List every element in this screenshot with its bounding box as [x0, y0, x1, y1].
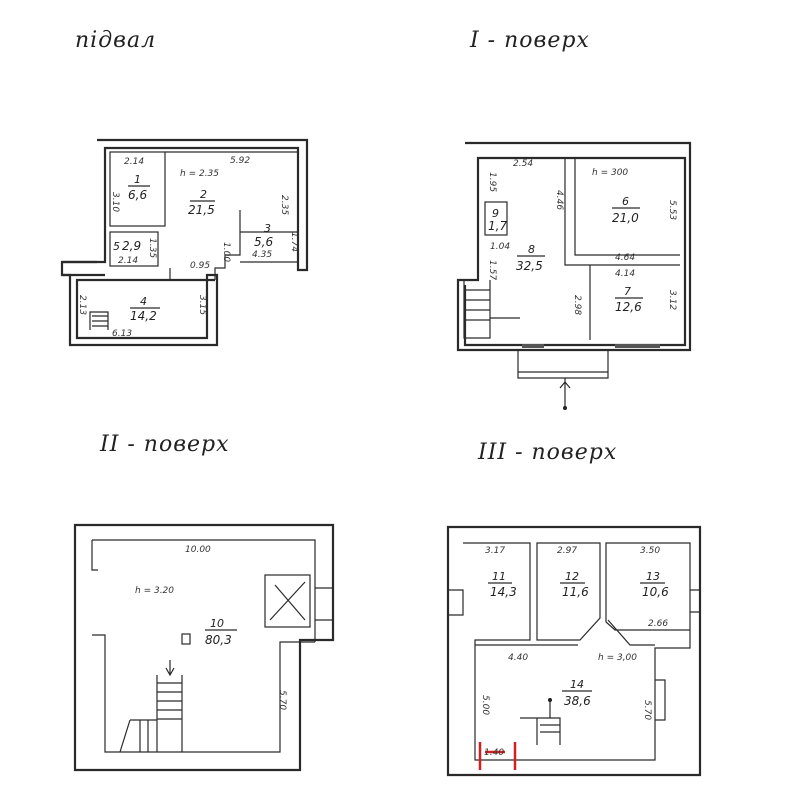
dim: 0.95 — [190, 261, 210, 271]
dim: 1.95 — [487, 172, 497, 192]
dim: 10.00 — [185, 545, 211, 555]
room-area: 10,6 — [642, 585, 669, 599]
room-area: 5,6 — [254, 235, 273, 249]
dim: 1.00 — [221, 242, 231, 262]
room-height: h = 3.20 — [135, 586, 174, 596]
dim: 4.46 — [554, 190, 564, 210]
floor3-plan: 3.17 2.97 3.50 2.66 4.40 5.00 5.70 1.40 … — [446, 525, 702, 777]
room-area: 14,2 — [130, 309, 157, 323]
room-number: 3 — [264, 222, 271, 235]
floor2-title: II - поверх — [100, 432, 230, 457]
dim: 4.64 — [615, 253, 635, 263]
room-height: h = 2.35 — [180, 169, 219, 179]
room-area: 32,5 — [516, 259, 543, 273]
basement-plan: 2.14 5.92 h = 2.35 2.35 3.10 1.35 2.14 1… — [60, 138, 309, 347]
room-area: 11,6 — [562, 585, 589, 599]
dim: 2.13 — [77, 295, 87, 315]
dim: 5.70 — [277, 690, 287, 710]
room-area: 1,7 — [488, 219, 507, 233]
room-area: 6,6 — [128, 188, 147, 202]
room-number: 13 — [646, 570, 660, 583]
dim: 2.14 — [118, 256, 138, 266]
floor2-plan: 10.00 5.70 h = 3.20 10 80,3 — [73, 523, 335, 772]
room-area: 12,6 — [615, 300, 642, 314]
dim: 1.40 — [484, 748, 504, 758]
room-number: 6 — [622, 195, 629, 208]
room-height: h = 300 — [592, 168, 628, 178]
dim: 5.53 — [667, 200, 677, 220]
dim: 3.50 — [640, 546, 660, 556]
room-area: 21,0 — [612, 211, 639, 225]
room-number: 4 — [140, 295, 147, 308]
dim: 4.35 — [252, 250, 272, 260]
room-9 — [484, 201, 508, 236]
room-area: 2,9 — [122, 239, 141, 253]
dim: 3.10 — [110, 192, 120, 212]
dim: 5.00 — [480, 695, 490, 715]
basement-title: підвал — [75, 28, 157, 53]
room-number: 9 — [492, 207, 499, 220]
room-number: 7 — [624, 285, 631, 298]
dim: 4.14 — [615, 269, 635, 279]
dim: 4.40 — [508, 653, 528, 663]
floor1-title: I - поверх — [470, 28, 590, 53]
dim: 2.35 — [279, 195, 289, 215]
room-number: 11 — [492, 570, 506, 583]
dim: 3.15 — [197, 295, 207, 315]
dim: 1.04 — [490, 242, 510, 252]
dim: 2.54 — [513, 159, 533, 169]
dim: 5.70 — [642, 700, 652, 720]
room-height: h = 3,00 — [598, 653, 637, 663]
dim: 1.74 — [289, 232, 299, 252]
room-area: 14,3 — [490, 585, 517, 599]
dim: 1.35 — [147, 238, 157, 258]
room-area: 38,6 — [564, 694, 591, 708]
room-number: 1 — [134, 173, 141, 186]
dim: 2.98 — [572, 295, 582, 315]
room-1 — [109, 151, 166, 227]
room-number: 5 — [113, 240, 120, 253]
dim: 5.92 — [230, 156, 250, 166]
skylight — [264, 574, 311, 628]
room-number: 10 — [210, 617, 224, 630]
floor1-plan: 2.54 1.95 4.46 5.53 1.04 4.64 4.14 1.57 … — [456, 141, 692, 410]
room-number: 14 — [570, 678, 584, 691]
room-5 — [109, 231, 159, 267]
floor3-title: III - поверх — [478, 440, 618, 465]
room-number: 12 — [565, 570, 579, 583]
dim: 3.12 — [667, 290, 677, 310]
dim: 6.13 — [112, 329, 132, 339]
room-area: 21,5 — [188, 203, 215, 217]
dim: 2.66 — [648, 619, 668, 629]
dim: 3.17 — [485, 546, 505, 556]
dim: 1.57 — [487, 260, 497, 280]
dim: 2.14 — [124, 157, 144, 167]
room-number: 8 — [528, 243, 535, 256]
room-area: 80,3 — [205, 633, 232, 647]
dim: 2.97 — [557, 546, 577, 556]
room-number: 2 — [200, 188, 207, 201]
